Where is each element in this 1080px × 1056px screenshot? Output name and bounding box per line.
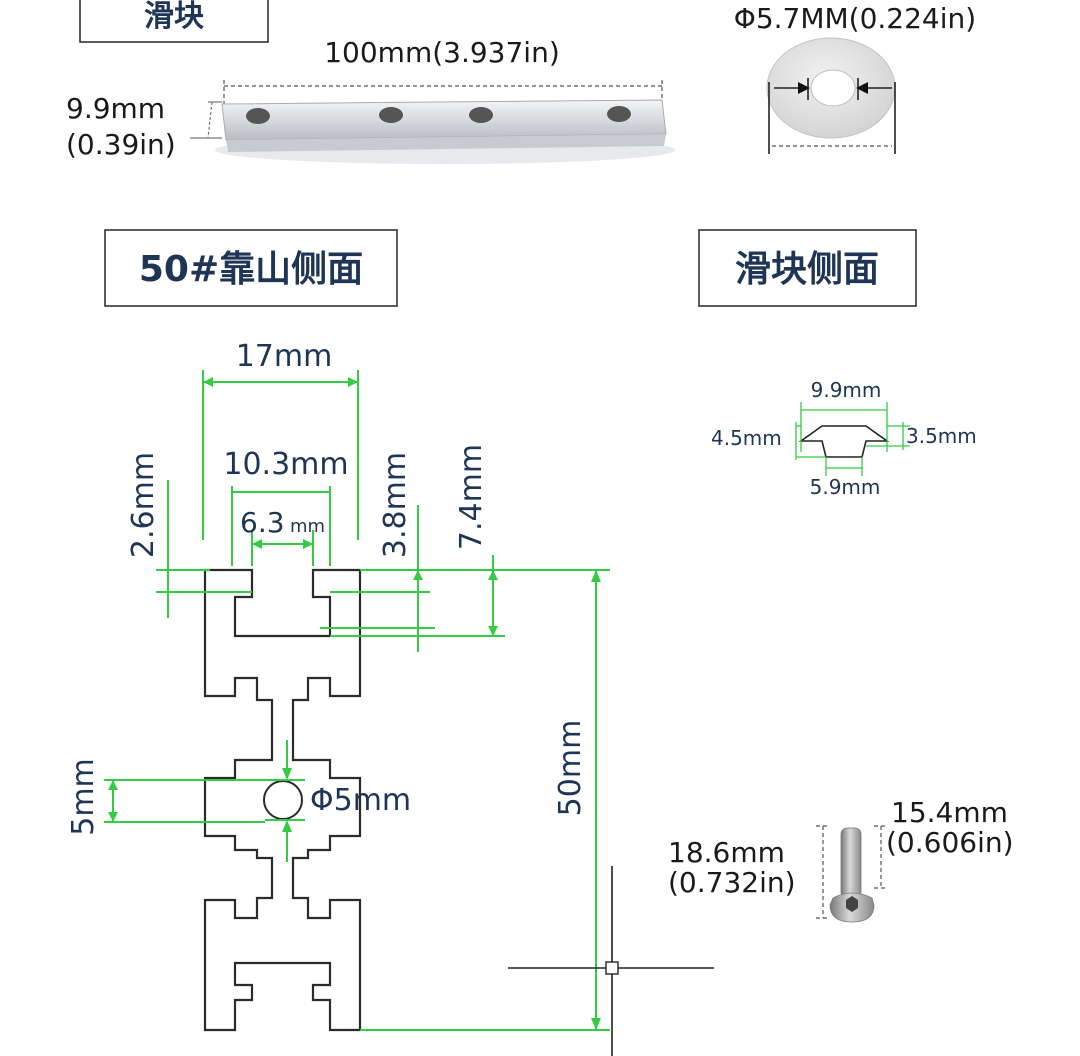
screw-photo	[829, 827, 875, 923]
slider-section-title: 滑块侧面	[735, 249, 879, 290]
slider-title-box: 滑块	[79, 0, 269, 43]
rail-hole-2	[379, 107, 403, 123]
slider-dim-right: 3.5mm	[906, 424, 977, 448]
crosshair-mark	[508, 866, 714, 1056]
dim-5mm: 5mm	[66, 758, 101, 836]
dim-2-6mm: 2.6mm	[126, 452, 161, 558]
slider-rail-photo	[215, 99, 675, 164]
rail-height-dimension	[207, 101, 213, 139]
rail-hole-4	[607, 106, 631, 122]
slider-title-text: 滑块	[144, 0, 204, 34]
screw-length-mm: 18.6mm	[668, 836, 785, 869]
dim-10-3mm: 10.3mm	[223, 447, 348, 482]
rail-height-in: (0.39in)	[66, 128, 176, 161]
slider-dim-bottom: 5.9mm	[810, 475, 881, 499]
profile-center-hole	[263, 780, 303, 820]
dim-hole-diameter: Φ5mm	[310, 783, 411, 818]
profile-section-title: 50#靠山侧面	[139, 249, 363, 290]
rail-hole-3	[469, 107, 493, 123]
dim-3-8mm: 3.8mm	[378, 452, 413, 558]
slider-section-title-box: 滑块侧面	[698, 229, 917, 307]
washer-photo	[766, 37, 896, 139]
profile-dimension-lines	[104, 370, 610, 1031]
profile-section-title-box: 50#靠山侧面	[104, 229, 398, 307]
slider-dim-top: 9.9mm	[811, 378, 882, 402]
dim-6-3: 6.3	[240, 506, 285, 539]
washer-arrowhead-right	[856, 82, 868, 94]
screw-shank-mm: 15.4mm	[891, 796, 1008, 829]
slider-cross-section	[795, 402, 910, 476]
dim-50mm: 50mm	[553, 720, 588, 817]
rail-hole-1	[246, 108, 270, 124]
screw-shank-in: (0.606in)	[886, 826, 1014, 859]
dim-6-3-unit: mm	[290, 516, 325, 537]
rail-length-label: 100mm(3.937in)	[324, 36, 560, 69]
slider-dim-left: 4.5mm	[711, 426, 782, 450]
rail-height-mm: 9.9mm	[66, 92, 165, 125]
washer-label: Φ5.7MM(0.224in)	[734, 2, 976, 35]
screw-dimension-brackets	[816, 825, 888, 919]
dim-7-4mm: 7.4mm	[454, 444, 489, 550]
screw-length-in: (0.732in)	[668, 866, 796, 899]
dim-17mm: 17mm	[236, 339, 333, 374]
washer-arrowhead-left	[798, 82, 810, 94]
